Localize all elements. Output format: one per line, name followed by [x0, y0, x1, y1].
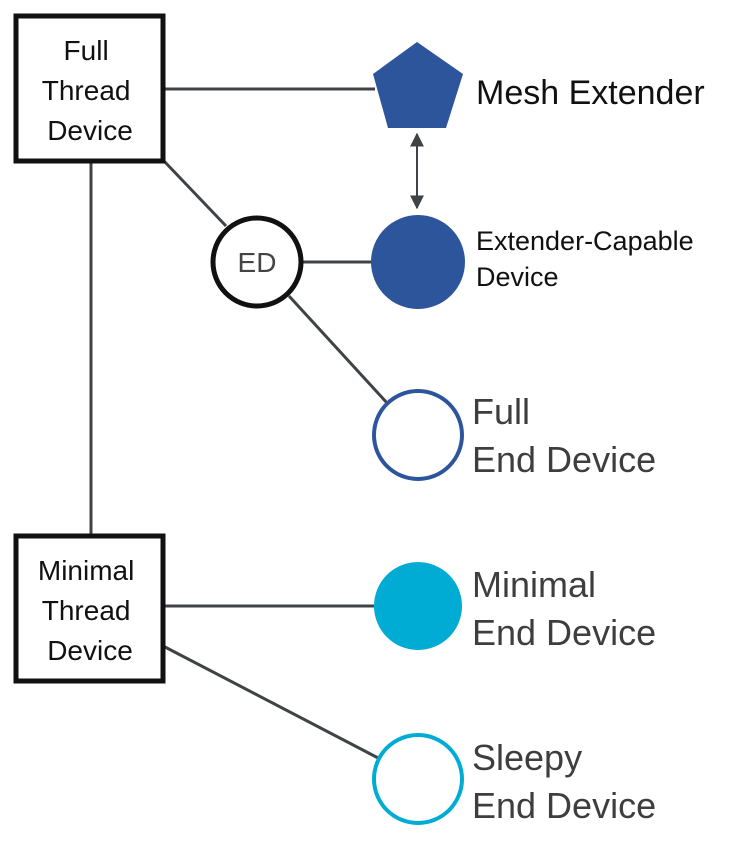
extender-capable-device: Extender-Capable Device [371, 215, 701, 309]
full-end-device-label: Full End Device [472, 391, 656, 480]
mesh-extender-label: Mesh Extender [476, 74, 705, 112]
full-thread-device-line-1: Full [64, 35, 109, 66]
full-end-device-line-2: End Device [472, 439, 656, 480]
minimal-end-device-line-1: Minimal [472, 564, 596, 605]
connector-ed-to-full-end-device [287, 294, 390, 406]
minimal-thread-device-line-2: Thread [42, 595, 131, 626]
sleepy-end-device-line-2: End Device [472, 785, 656, 826]
connector-full-to-ed [161, 158, 228, 228]
minimal-end-device-label: Minimal End Device [472, 564, 656, 653]
minimal-thread-device-line-1: Minimal [38, 555, 134, 586]
sleepy-end-device: Sleepy End Device [372, 733, 656, 826]
pentagon-icon [373, 42, 463, 128]
minimal-end-device: Minimal End Device [374, 562, 656, 653]
full-end-device-line-1: Full [472, 391, 530, 432]
ed-node-label: ED [238, 247, 277, 278]
connector-minimal-to-sleepy-end-device [164, 645, 383, 762]
filled-circle-icon [371, 215, 465, 309]
extender-capable-device-line-1: Extender-Capable [476, 226, 694, 256]
outline-circle-icon [372, 733, 464, 825]
sleepy-end-device-line-1: Sleepy [472, 737, 582, 778]
full-thread-device-label: Full Thread Device [42, 35, 139, 146]
filled-circle-icon [374, 562, 462, 650]
full-thread-device-box: Full Thread Device [13, 13, 166, 164]
minimal-thread-device-line-3: Device [47, 635, 133, 666]
full-thread-device-line-3: Device [47, 115, 133, 146]
minimal-end-device-line-2: End Device [472, 612, 656, 653]
extender-capable-device-line-2: Device [476, 262, 559, 292]
minimal-thread-device-label: Minimal Thread Device [38, 555, 142, 666]
full-end-device: Full End Device [372, 389, 656, 481]
outline-circle-icon [372, 389, 464, 481]
full-thread-device-line-2: Thread [42, 75, 131, 106]
mesh-extender: Mesh Extender [373, 42, 705, 128]
extender-capable-device-label: Extender-Capable Device [476, 226, 701, 292]
connectors [89, 87, 424, 762]
sleepy-end-device-label: Sleepy End Device [472, 737, 656, 826]
ed-node: ED [210, 215, 304, 309]
minimal-thread-device-box: Minimal Thread Device [13, 533, 166, 684]
